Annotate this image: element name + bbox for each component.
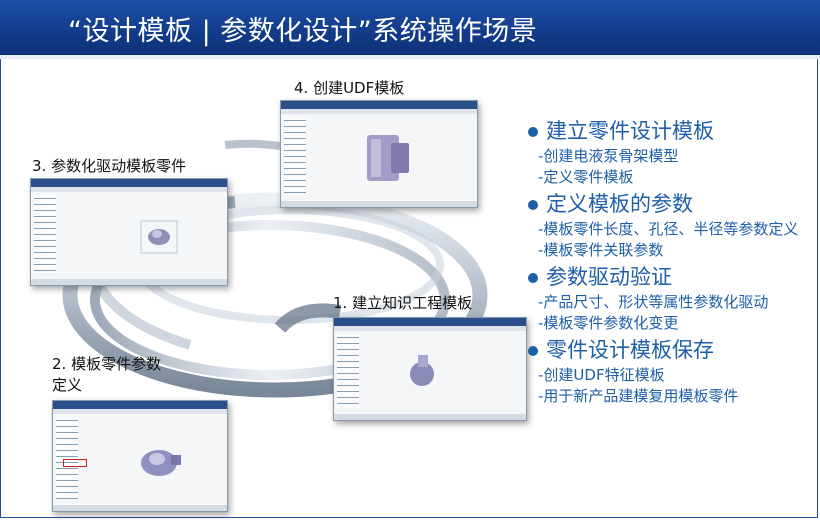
step-label-4: 4. 创建UDF模板 [294,79,405,97]
screenshot-step3 [30,178,228,286]
spec-tree [337,334,359,408]
part-model-icon [410,355,434,386]
section-title: 建立零件设计模板 [546,119,714,143]
spec-tree [34,195,56,273]
section-title: 参数驱动验证 [546,265,672,289]
step-summary-list: 建立零件设计模板 -创建电液泵骨架模型 -定义零件模板 定义模板的参数 -模板零… [528,115,818,407]
highlight-box [63,459,87,467]
bullet-icon [528,345,538,356]
part-model-icon [367,135,409,181]
screenshot-statusbar [53,505,227,511]
section-4: 零件设计模板保存 -创建UDF特征模板 -用于新产品建模复用模板零件 [528,336,818,407]
section-item: -产品尺寸、形状等属性参数化驱动 [538,293,769,311]
screenshot-statusbar [281,201,477,207]
screenshot-step1 [333,317,527,421]
section-2: 定义模板的参数 -模板零件长度、孔径、半径等参数定义 -模板零件关联参数 [528,190,818,261]
bullet-icon [528,199,538,210]
title-divider [0,55,820,59]
part-model-icon [141,450,181,476]
section-item: -创建UDF特征模板 [538,366,665,384]
screenshot-titlebar [281,101,477,109]
screenshot-toolbar [31,187,227,192]
section-item: -模板零件关联参数 [538,241,664,259]
spec-tree [284,117,306,195]
section-3: 参数驱动验证 -产品尺寸、形状等属性参数化驱动 -模板零件参数化变更 [528,263,818,334]
bullet-icon [528,126,538,137]
screenshot-statusbar [31,279,227,285]
screenshot-step4 [280,100,478,208]
step-label-1: 1. 建立知识工程模板 [333,294,473,312]
step-label-2: 2. 模板零件参数 定义 [52,355,162,394]
spec-tree [56,417,78,499]
page-title: “设计模板 | 参数化设计”系统操作场景 [68,16,538,47]
screenshot-toolbar [281,109,477,114]
section-1: 建立零件设计模板 -创建电液泵骨架模型 -定义零件模板 [528,117,818,188]
screenshot-toolbar [53,409,227,414]
screenshot-step2 [52,400,228,512]
screenshot-titlebar [53,401,227,409]
section-item: -模板零件长度、孔径、半径等参数定义 [538,220,799,238]
section-item: -创建电液泵骨架模型 [538,147,679,165]
section-title: 零件设计模板保存 [546,338,714,362]
section-item: -用于新产品建模复用模板零件 [538,387,739,405]
part-model-icon [140,220,178,254]
screenshot-statusbar [334,414,526,420]
section-item: -定义零件模板 [538,168,634,186]
screenshot-toolbar [334,326,526,331]
section-title: 定义模板的参数 [546,192,693,216]
bullet-icon [528,272,538,283]
screenshot-titlebar [334,318,526,326]
screenshot-titlebar [31,179,227,187]
title-bar: “设计模板 | 参数化设计”系统操作场景 [0,0,820,55]
step-label-3: 3. 参数化驱动模板零件 [32,157,187,175]
section-item: -模板零件参数化变更 [538,314,679,332]
